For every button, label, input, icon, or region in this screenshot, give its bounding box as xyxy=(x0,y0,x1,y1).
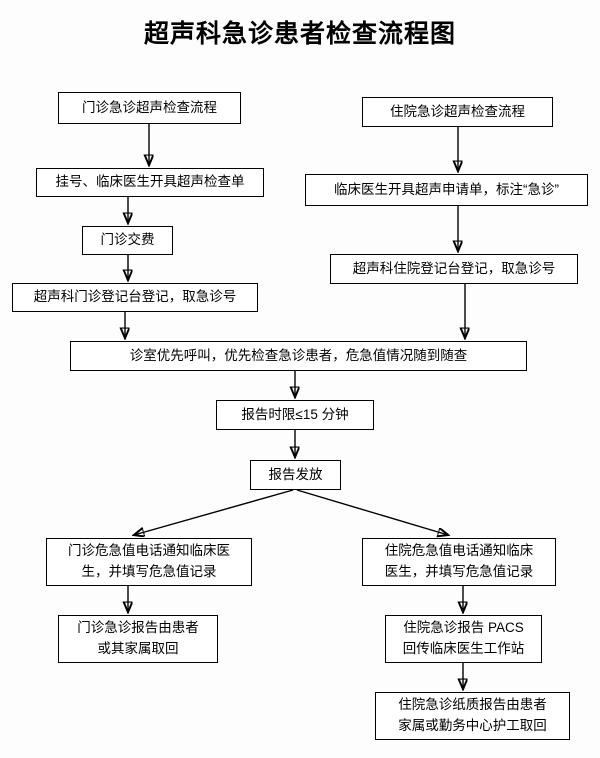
node-ip-start[interactable]: 住院急诊超声检查流程 xyxy=(362,97,553,127)
node-ip-crit[interactable]: 住院危急值电话通知临床 医生，并填写危急值记录 xyxy=(362,538,556,586)
node-op-start[interactable]: 门诊急诊超声检查流程 xyxy=(58,92,241,124)
page-title: 超声科急诊患者检查流程图 xyxy=(143,21,456,48)
node-op-pickup[interactable]: 门诊急诊报告由患者 或其家属取回 xyxy=(58,615,218,663)
edge-issue-to-ip-crit xyxy=(296,489,448,535)
node-ip-desk[interactable]: 超声科住院登记台登记，取急诊号 xyxy=(330,254,578,284)
node-op-pay[interactable]: 门诊交费 xyxy=(82,226,173,255)
node-time-limit[interactable]: 报告时限≤15 分钟 xyxy=(216,400,374,430)
node-op-crit[interactable]: 门诊危急值电话通知临床医 生，并填写危急值记录 xyxy=(46,538,252,586)
edge-issue-to-op-crit xyxy=(134,489,294,535)
node-op-desk[interactable]: 超声科门诊登记台登记，取急诊号 xyxy=(12,283,258,312)
node-issue[interactable]: 报告发放 xyxy=(250,460,341,490)
node-ip-pacs[interactable]: 住院急诊报告 PACS 回传临床医生工作站 xyxy=(385,615,542,663)
node-priority[interactable]: 诊室优先呼叫，优先检查急诊患者，危急值情况随到随查 xyxy=(70,341,527,371)
node-ip-paper[interactable]: 住院急诊纸质报告由患者 家属或勤务中心护工取回 xyxy=(375,692,570,740)
node-ip-order[interactable]: 临床医生开具超声申请单，标注“急诊” xyxy=(305,174,588,206)
node-op-reg[interactable]: 挂号、临床医生开具超声检查单 xyxy=(36,168,264,197)
